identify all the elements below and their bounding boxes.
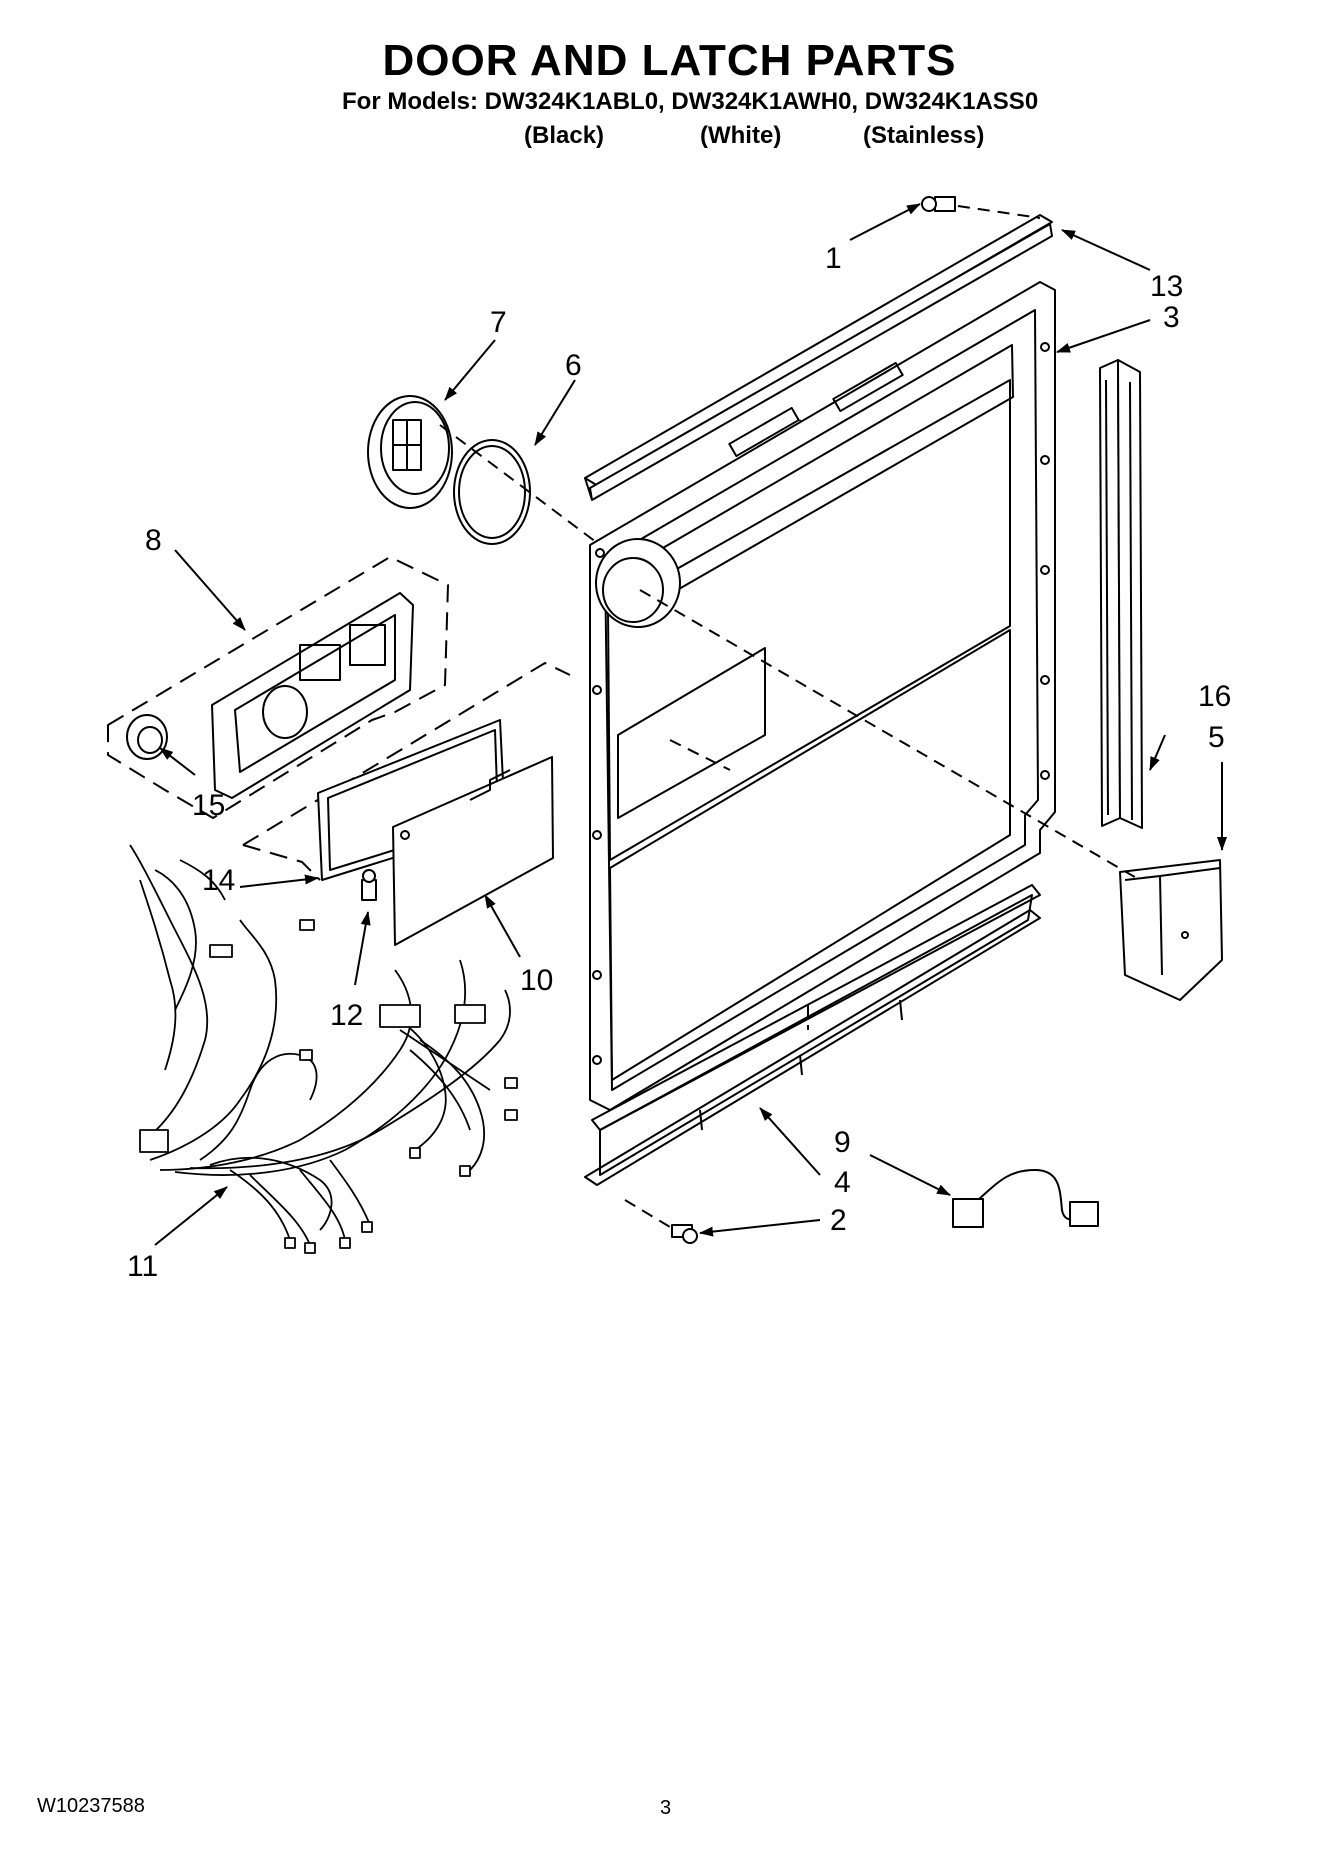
variant-white: (White) [700,122,782,149]
bottom-screw-part [671,1224,698,1244]
document-number: W10237588 [37,1795,145,1817]
top-trim-strip-part [584,214,1053,501]
door-latch-part [1119,859,1223,1001]
callout-15: 15 [192,789,225,822]
variant-stainless: (Stainless) [863,122,985,149]
callout-9: 9 [834,1126,851,1159]
variant-black: (Black) [524,122,605,149]
callout-2: 2 [830,1204,847,1237]
control-module-part [107,556,449,819]
models-line: For Models: DW324K1ABL0, DW324K1AWH0, DW… [342,88,1039,115]
door-sensor-harness-part [952,1169,1099,1228]
callout-1: 1 [825,242,842,275]
callout-numbers: 1 2 3 4 5 6 7 8 9 10 11 12 13 14 15 16 [127,242,1231,1283]
callout-7: 7 [490,306,507,339]
plate-screw-part [361,869,377,901]
vent-gasket-part [453,439,531,545]
top-screw-part [921,196,956,212]
callout-13: 13 [1150,270,1183,303]
callout-4: 4 [834,1166,851,1199]
page-title: DOOR AND LATCH PARTS [382,36,957,85]
side-trim-strip-part [1099,359,1143,829]
vent-cap-part [367,395,453,509]
control-knob-part [126,714,168,760]
assembly-lines [439,205,1141,1231]
dashed-group-outline-lower [242,844,321,881]
callout-3: 3 [1163,301,1180,334]
callout-14: 14 [202,864,235,897]
callout-10: 10 [520,964,553,997]
callout-16: 16 [1198,680,1231,713]
callout-arrows [154,203,1227,1246]
callout-6: 6 [565,349,582,382]
control-cover-plate-part [392,756,554,946]
callout-12: 12 [330,999,363,1032]
callout-5: 5 [1208,721,1225,754]
page-number: 3 [660,1797,672,1819]
callout-11: 11 [127,1250,158,1283]
bottom-trim-rail-part [584,884,1041,1186]
callout-8: 8 [145,524,162,557]
wire-harness-part [129,844,518,1254]
